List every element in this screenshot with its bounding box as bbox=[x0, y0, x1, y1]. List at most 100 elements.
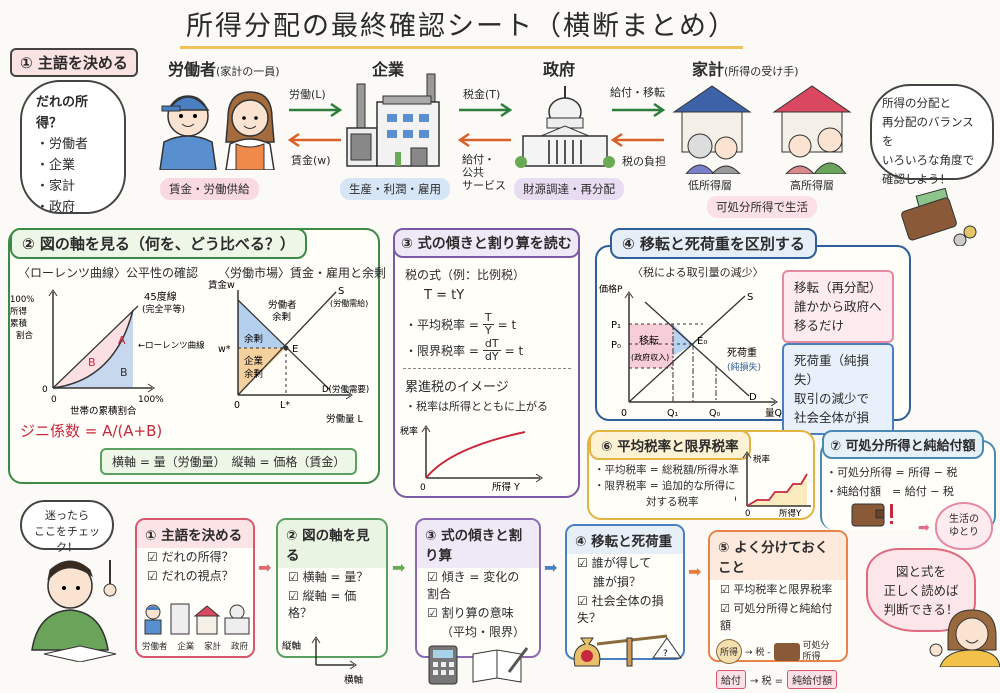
section1-tag: ① 主語を決める bbox=[10, 48, 138, 77]
y-origin: 0 bbox=[42, 385, 48, 395]
numerator: dT bbox=[482, 337, 501, 351]
check-item[interactable]: ☑ だれの所得？ bbox=[147, 550, 234, 564]
gini-label: ジニ係数 = bbox=[20, 422, 98, 440]
marginal-tax-formula: ・限界税率 = dT dY = t bbox=[405, 338, 523, 363]
progressive-note: ・税率は所得とともに上がる bbox=[405, 400, 548, 413]
check-item[interactable]: ☑ 平均税率と限界税率 bbox=[720, 583, 833, 596]
worker-surplus-label: 余剰 bbox=[272, 311, 291, 323]
burst-line: 図と式を bbox=[895, 564, 946, 579]
actor-mini-labels: 労働者 企業 家計 政府 bbox=[137, 640, 253, 652]
mini-label: 企業 bbox=[177, 642, 195, 652]
avg-result: = t bbox=[497, 317, 517, 332]
net-benefit-chip: 純給付額 bbox=[787, 670, 838, 689]
list-item: 対する税率 bbox=[646, 496, 699, 508]
divider bbox=[403, 368, 571, 369]
student-cloud: 迷ったら ここをチェック！ bbox=[20, 500, 114, 554]
arrow-right-icon: ➡ bbox=[544, 558, 558, 577]
benefit-chip: 給付 bbox=[716, 670, 746, 689]
wstar-label: w* bbox=[218, 344, 231, 355]
lstar-label: L* bbox=[280, 400, 290, 411]
disposable-list: ・可処分所得 = 所得 − 税 ・純給付額 = 給付 − 税 bbox=[826, 463, 957, 501]
money-bag-icon bbox=[573, 637, 601, 667]
mini-label: 労働者 bbox=[141, 642, 168, 652]
list-item: ・平均税率 = 総税額/所得水準 bbox=[594, 464, 740, 476]
cheering-woman-illustration bbox=[929, 609, 1000, 667]
area-a-label: A bbox=[118, 334, 126, 347]
step4-card: ④ 移転と死荷重 ☑ 誰が得して 誰が損？ ☑ 社会全体の損失？ ? bbox=[565, 524, 685, 667]
tax-wedge-chart: 価格P P₁ P₀ 移転 (政府収入) E₀ S D 死荷重 (純損失) 0 Q… bbox=[599, 283, 782, 419]
note-line: 取引の減少で bbox=[794, 391, 870, 406]
step2-head: ② 図の軸を見る bbox=[278, 520, 386, 568]
check-label: 縦軸 = 価格？ bbox=[288, 589, 357, 620]
transfer-arrow-label: 給付・移転 bbox=[610, 86, 665, 99]
section7-head: ⑦ 可処分所得と純給付額 bbox=[822, 430, 984, 459]
check-item[interactable]: ☑ 社会全体の損失？ bbox=[577, 594, 664, 625]
step4-head: ④ 移転と死荷重 bbox=[567, 526, 683, 554]
transfer-arrows bbox=[610, 102, 666, 148]
heart-badge: 生活の ゆとり bbox=[935, 502, 993, 550]
progressive-title: 累進税のイメージ bbox=[405, 380, 509, 395]
income-bag: 所得 bbox=[716, 639, 743, 664]
label-line: 給付・ bbox=[462, 153, 495, 166]
flow-result-line: 所得 bbox=[802, 651, 821, 662]
households-illustration bbox=[672, 85, 852, 174]
check-extra: 誰が損？ bbox=[593, 575, 642, 589]
formula-title: 税の式（例：比例税） bbox=[405, 268, 526, 282]
check-item[interactable]: ☑ 割り算の意味 bbox=[427, 606, 514, 620]
low-income-house-icon bbox=[672, 85, 752, 174]
axis-note: 横軸 = 量（労働量） 縦軸 = 価格（賃金） bbox=[100, 448, 358, 475]
marg-result: = t bbox=[504, 343, 524, 358]
progressive-chart: 税率 0 所得 Y bbox=[400, 425, 543, 492]
check-item[interactable]: ☑ 可処分所得と純給付額 bbox=[720, 602, 833, 632]
actor-worker-label: 労働者(家計の一員) bbox=[168, 56, 280, 80]
check-item[interactable]: ☑ 縦軸 = 価格？ bbox=[288, 589, 357, 620]
check-item[interactable]: ☑ 横軸 = 量？ bbox=[288, 570, 369, 584]
chart-ylabel: 税率 bbox=[753, 454, 771, 465]
chart-origin: 0 bbox=[745, 509, 750, 518]
mini-label: 家計 bbox=[204, 642, 222, 652]
q0-label: Q₀ bbox=[709, 408, 720, 419]
check-extra: （平均・限界） bbox=[441, 625, 526, 639]
heart-line: ゆとり bbox=[949, 527, 979, 538]
cloud-item: ・労働者 bbox=[36, 137, 89, 152]
check-item[interactable]: ☑ 誰が得して bbox=[577, 556, 652, 570]
cloud-line: 再分配のバランスを bbox=[882, 115, 974, 148]
axis-x-label: 横軸 bbox=[344, 674, 363, 686]
wallet-icon bbox=[901, 187, 977, 246]
woman-icon bbox=[225, 91, 275, 170]
supply-label: S bbox=[338, 286, 344, 297]
step3-head: ③ 式の傾きと割り算 bbox=[417, 520, 539, 568]
tax-burden-label: 税の負担 bbox=[622, 155, 666, 168]
ylabel-line: 所得 bbox=[10, 306, 28, 317]
actor-sub: (所得の受け手) bbox=[724, 65, 799, 78]
tax-benefit-arrows bbox=[457, 102, 513, 148]
calculator-icon bbox=[428, 645, 458, 685]
flow-disposable: 所得 → 税 - 可処分所得 bbox=[710, 635, 846, 668]
calc-notebook-icons bbox=[428, 645, 529, 685]
check-label: 平均税率と限界税率 bbox=[733, 583, 833, 596]
check-label: 社会全体の損失？ bbox=[577, 594, 664, 625]
gini-value: A/(A+B) bbox=[102, 422, 163, 440]
cloud-item: ・政府 bbox=[36, 200, 76, 215]
actor-household-label: 家計(所得の受け手) bbox=[692, 56, 799, 80]
household-pill: 可処分所得で生活 bbox=[707, 196, 817, 218]
supply-label: S bbox=[747, 292, 753, 303]
ylabel-line: 累積 bbox=[10, 318, 28, 329]
burst-line: 判断できる！ bbox=[883, 602, 959, 617]
check-label: 傾き = 変化の割合 bbox=[427, 570, 520, 601]
gov-mini-icon bbox=[224, 604, 250, 635]
check-item[interactable]: ☑ 傾き = 変化の割合 bbox=[427, 570, 520, 601]
demand-label: D bbox=[749, 392, 757, 403]
student-illustration bbox=[31, 560, 117, 662]
chart-origin: 0 bbox=[735, 495, 736, 505]
svg-text:?: ? bbox=[663, 649, 668, 659]
lorenz-curve-label: ←ローレンツ曲線 bbox=[138, 340, 205, 351]
e0-label: E₀ bbox=[697, 336, 707, 347]
denominator: dY bbox=[484, 350, 499, 363]
arrow-left-icon bbox=[610, 132, 664, 148]
cloud-item: ・企業 bbox=[36, 158, 76, 173]
actor-mini-icons bbox=[144, 603, 250, 635]
check-item[interactable]: ☑ だれの視点？ bbox=[147, 569, 234, 583]
flow-net-benefit: 給付 → 税 = 純給付額 bbox=[710, 668, 846, 691]
check-label: 誰が得して bbox=[591, 556, 652, 570]
